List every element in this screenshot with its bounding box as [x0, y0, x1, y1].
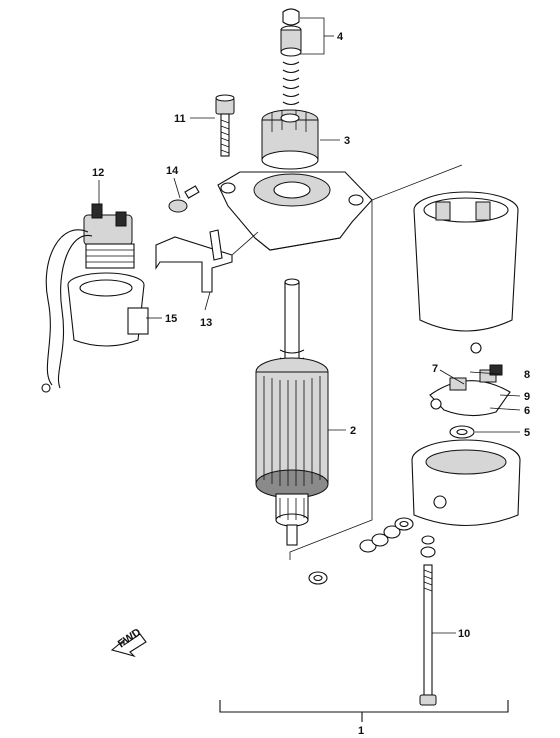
thrust-washers-part — [308, 517, 414, 585]
solenoid-boot-part — [67, 272, 149, 347]
callout-13: 13 — [200, 317, 212, 329]
callout-1: 1 — [358, 725, 364, 737]
washer-part — [449, 425, 475, 439]
bracket-part — [155, 229, 259, 293]
assembly-bracket — [219, 700, 509, 722]
callout-14: 14 — [166, 165, 179, 177]
callout-5: 5 — [524, 427, 530, 439]
through-bolt-part — [419, 535, 437, 706]
callout-6: 6 — [524, 405, 530, 417]
callout-labels: 1 2 3 4 5 6 7 8 9 10 11 12 13 14 15 — [92, 31, 530, 737]
bolt-part — [215, 94, 235, 157]
solenoid-switch-part — [41, 203, 135, 393]
brush-holder-part — [429, 342, 511, 417]
leader-lines — [98, 17, 521, 634]
callout-10: 10 — [458, 628, 470, 640]
callout-7: 7 — [432, 363, 438, 375]
yoke-part — [413, 191, 519, 332]
callout-4: 4 — [337, 31, 344, 43]
callout-12: 12 — [92, 167, 104, 179]
pinion-spring-part — [280, 8, 302, 106]
callout-3: 3 — [344, 135, 350, 147]
callout-11: 11 — [174, 113, 186, 125]
callout-8: 8 — [524, 369, 530, 381]
front-direction-arrow-icon: FWD — [110, 626, 147, 658]
screw-part — [168, 185, 200, 213]
assembly-outline — [289, 164, 463, 560]
drive-end-housing-part — [217, 171, 373, 251]
callout-2: 2 — [350, 425, 356, 437]
callout-15: 15 — [165, 313, 177, 325]
pinion-gear-part — [261, 109, 319, 170]
armature-part — [255, 278, 329, 546]
end-cover-part — [411, 439, 521, 526]
callout-9: 9 — [524, 391, 530, 403]
